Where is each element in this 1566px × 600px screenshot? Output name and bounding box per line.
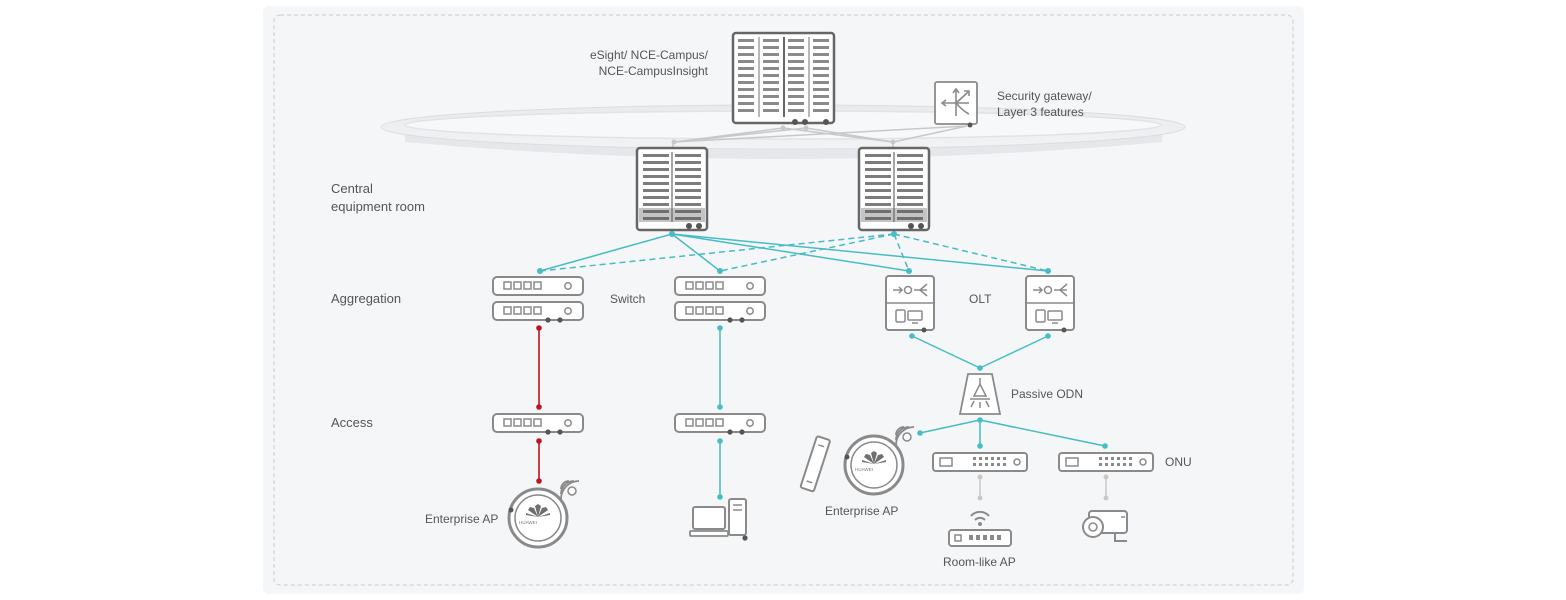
passive-odn-splitter-icon [958, 373, 1002, 415]
room-like-ap-label: Room-like AP [943, 555, 1016, 569]
enterprise-ap-left-label: Enterprise AP [425, 512, 498, 526]
panel-dashed-border [273, 14, 1294, 586]
core-switch-left-icon [635, 146, 709, 232]
aggregation-switch-left-icon [492, 276, 584, 323]
management-label-line1: eSight/ NCE-Campus/ [590, 48, 709, 62]
tier-access-label: Access [331, 415, 373, 430]
pc-icon [689, 498, 748, 541]
security-gateway-icon [934, 81, 978, 128]
enterprise-ap-right-icon [843, 434, 905, 496]
enterprise-ap-right-label: Enterprise AP [825, 504, 898, 518]
access-switch-right-icon [674, 413, 766, 435]
tier-aggregation-label: Aggregation [331, 291, 401, 306]
huawei-logo-text-right: HUAWEI [855, 467, 873, 472]
switch-label: Switch [610, 292, 645, 306]
camera-icon [1082, 510, 1128, 542]
core-aggregation-links [539, 233, 1049, 272]
background-panel [263, 6, 1304, 594]
onu-right-icon [1058, 452, 1154, 472]
security-label-line2: Layer 3 features [997, 105, 1084, 119]
management-label-line2: NCE-CampusInsight [599, 64, 709, 78]
olt-left-icon [885, 275, 935, 331]
room-like-ap-icon [948, 510, 1012, 547]
aggregation-switch-right-icon [674, 276, 766, 323]
core-switch-right-icon [857, 146, 931, 232]
management-server-icon [731, 31, 836, 125]
olt-odn-links [911, 335, 1049, 369]
passive-odn-label: Passive ODN [1011, 387, 1083, 401]
odn-endpoint-links [919, 419, 1106, 447]
onu-label: ONU [1165, 455, 1192, 469]
onu-left-icon [932, 452, 1028, 472]
wall-mount-bracket-icon [799, 435, 831, 493]
security-label-line1: Security gateway/ [997, 89, 1092, 103]
enterprise-ap-left-icon [507, 487, 569, 549]
olt-right-icon [1025, 275, 1075, 331]
tier-central-label-line2: equipment room [331, 199, 425, 214]
huawei-logo-text: HUAWEI [519, 520, 537, 525]
access-switch-left-icon [492, 413, 584, 435]
tier-central-label-line1: Central [331, 181, 373, 196]
olt-label: OLT [969, 292, 992, 306]
management-links [671, 125, 968, 149]
backup-links [539, 233, 1049, 272]
